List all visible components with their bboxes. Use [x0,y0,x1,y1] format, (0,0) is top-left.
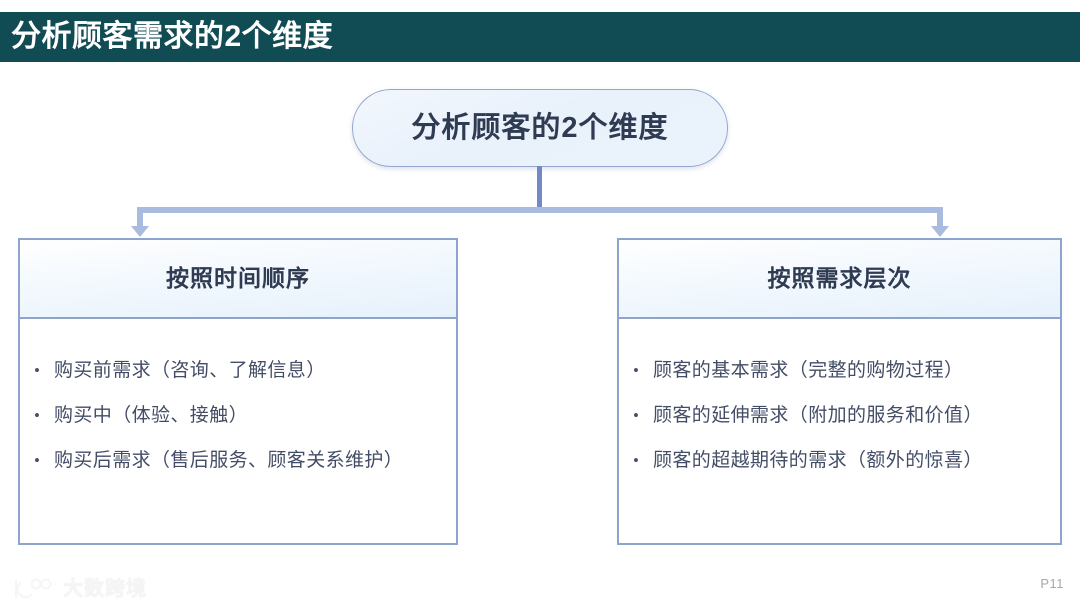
list-item-label: 购买后需求（售后服务、顾客关系维护） [54,450,404,471]
list-item-label: 购买中（体验、接触） [54,405,249,426]
root-node: 分析顾客的2个维度 [352,89,728,167]
list-item: • 购买前需求（咨询、了解信息） [34,357,446,385]
bullet-dot-icon: • [34,451,40,470]
connector-drop-right [937,207,943,228]
list-item: • 顾客的基本需求（完整的购物过程） [633,357,1050,385]
arrow-head-right-icon [931,226,949,237]
bullet-list-right: • 顾客的基本需求（完整的购物过程） • 顾客的延伸需求（附加的服务和价值） •… [633,357,1050,475]
bullet-dot-icon: • [34,406,40,425]
connector-drop-left [137,207,143,228]
branch-body-left: • 购买前需求（咨询、了解信息） • 购买中（体验、接触） • 购买后需求（售后… [20,319,456,543]
list-item-label: 顾客的延伸需求（附加的服务和价值） [653,405,983,426]
page-number: P11 [1040,576,1064,591]
bullet-dot-icon: • [34,361,40,380]
connector-stem [537,166,542,212]
list-item-label: 顾客的超越期待的需求（额外的惊喜） [653,450,983,471]
list-item: • 购买后需求（售后服务、顾客关系维护） [34,447,446,475]
branch-header-left: 按照时间顺序 [20,240,456,319]
list-item: • 顾客的延伸需求（附加的服务和价值） [633,402,1050,430]
branch-title-right: 按照需求层次 [767,265,912,291]
root-node-label: 分析顾客的2个维度 [411,111,669,144]
page-title: 分析顾客需求的2个维度 [11,20,334,53]
list-item: • 顾客的超越期待的需求（额外的惊喜） [633,447,1050,475]
branch-title-left: 按照时间顺序 [166,265,310,291]
list-item: • 购买中（体验、接触） [34,402,446,430]
connector-horizontal-bar [137,207,943,213]
branch-box-time-sequence: 按照时间顺序 • 购买前需求（咨询、了解信息） • 购买中（体验、接触） • 购… [18,238,458,545]
watermark-text: 大数跨境 [63,578,147,600]
circles-logo-icon [14,578,52,599]
watermark-logo: 大数跨境 [12,578,147,600]
slide-title-band: 分析顾客需求的2个维度 [0,12,1080,62]
bullet-dot-icon: • [633,361,639,380]
bullet-dot-icon: • [633,451,639,470]
list-item-label: 顾客的基本需求（完整的购物过程） [653,360,964,381]
branch-box-need-hierarchy: 按照需求层次 • 顾客的基本需求（完整的购物过程） • 顾客的延伸需求（附加的服… [617,238,1062,545]
branch-body-right: • 顾客的基本需求（完整的购物过程） • 顾客的延伸需求（附加的服务和价值） •… [619,319,1060,543]
list-item-label: 购买前需求（咨询、了解信息） [54,360,326,381]
branch-header-right: 按照需求层次 [619,240,1060,319]
bullet-list-left: • 购买前需求（咨询、了解信息） • 购买中（体验、接触） • 购买后需求（售后… [34,357,446,475]
arrow-head-left-icon [131,226,149,237]
bullet-dot-icon: • [633,406,639,425]
